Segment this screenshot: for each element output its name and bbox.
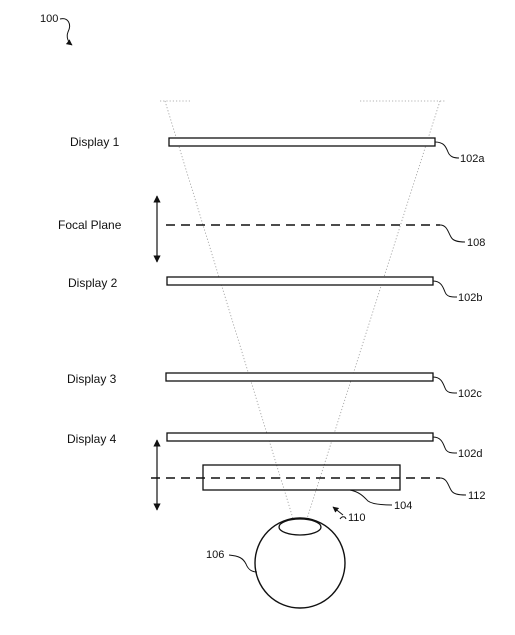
focal-plane-leader bbox=[439, 224, 466, 243]
focal-plane-label: Focal Plane bbox=[58, 218, 122, 232]
display-4-label: Display 4 bbox=[67, 432, 117, 446]
display-4-reference: 102d bbox=[458, 448, 482, 460]
display-1-reference: 102a bbox=[460, 153, 485, 165]
display-1-leader bbox=[434, 141, 460, 159]
figure-reference-number: 100 bbox=[40, 13, 58, 25]
display-3-panel bbox=[165, 372, 434, 382]
display-3-leader bbox=[432, 376, 458, 394]
display-3-reference: 102c bbox=[458, 388, 482, 400]
display-3-label: Display 3 bbox=[67, 372, 117, 386]
second-plane-reference: 112 bbox=[468, 490, 486, 502]
optic-element-leader bbox=[349, 489, 393, 506]
display-2-reference: 102b bbox=[458, 292, 482, 304]
view-frustum bbox=[160, 100, 445, 526]
figure-reference-arrow-icon bbox=[59, 18, 73, 46]
eye-pupil bbox=[278, 518, 322, 536]
display-2-leader bbox=[432, 280, 458, 298]
eye-ball bbox=[254, 517, 346, 609]
second-plane-leader bbox=[439, 477, 467, 496]
eye-reference: 106 bbox=[206, 549, 224, 561]
pupil-arrow-icon bbox=[332, 506, 344, 516]
focal-plane-reference: 108 bbox=[467, 237, 485, 249]
display-2-panel bbox=[166, 276, 434, 286]
display-4-leader bbox=[432, 436, 458, 454]
eye-leader bbox=[228, 554, 258, 573]
display-4-panel bbox=[166, 432, 434, 442]
display-1-label: Display 1 bbox=[70, 135, 120, 149]
display-1-panel bbox=[168, 137, 436, 147]
pupil-reference: 110 bbox=[348, 512, 366, 524]
optic-element-reference: 104 bbox=[394, 500, 412, 512]
pupil-leader bbox=[339, 516, 347, 520]
display-2-label: Display 2 bbox=[68, 276, 118, 290]
